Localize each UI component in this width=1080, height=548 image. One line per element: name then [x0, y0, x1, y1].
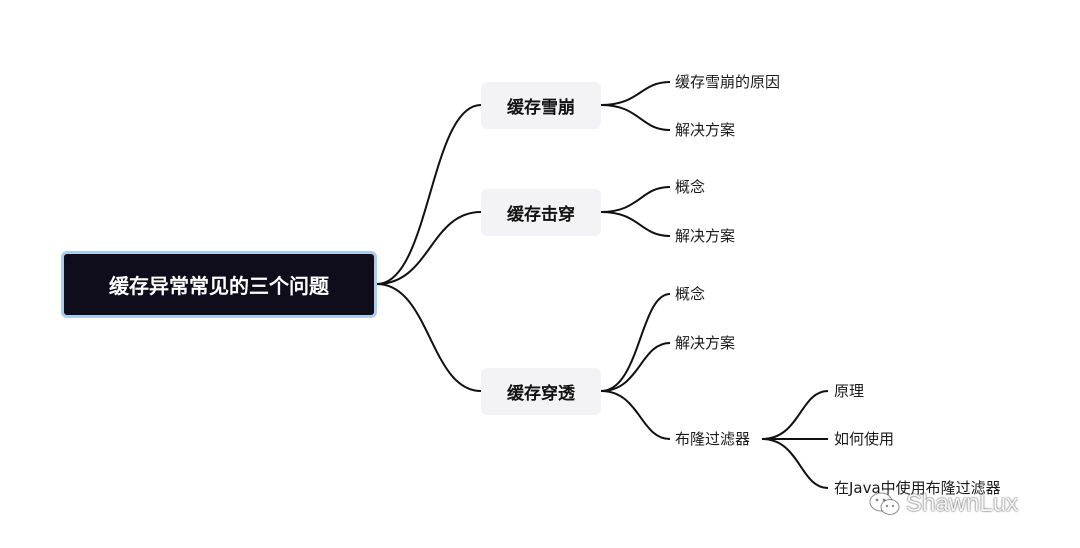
connector-branch-3-to-leaf-3 [600, 390, 671, 440]
connector-root-to-branch-2 [376, 211, 482, 285]
leaf-node-penetration-solution[interactable]: 解决方案 [675, 334, 736, 352]
leaf-node-avalanche-solution[interactable]: 解决方案 [675, 121, 736, 139]
connector-branch-2-to-leaf-1 [600, 186, 671, 213]
watermark-text: ShawnLux [906, 490, 1019, 517]
connector-branch-1-to-leaf-1 [600, 81, 671, 106]
leaf-node-bloom-principle[interactable]: 原理 [834, 382, 865, 400]
connector-branch-1-to-leaf-2 [600, 104, 671, 131]
connector-root-to-branch-1 [376, 104, 482, 285]
branch-node-cache-breakdown[interactable]: 缓存击穿 [481, 189, 601, 236]
leaf-node-bloom-filter[interactable]: 布隆过滤器 [675, 430, 751, 448]
leaf-node-avalanche-cause[interactable]: 缓存雪崩的原因 [675, 73, 781, 91]
connector-branch-3-to-leaf-2 [600, 342, 671, 392]
leaf-node-breakdown-concept[interactable]: 概念 [675, 178, 706, 196]
leaf-node-penetration-concept[interactable]: 概念 [675, 285, 706, 303]
watermark: ShawnLux [868, 490, 1018, 518]
connector-bloom-to-leaf-3 [761, 438, 829, 489]
connector-root-to-branch-3 [376, 283, 482, 392]
connector-branch-3-to-leaf-1 [600, 293, 671, 392]
leaf-node-breakdown-solution[interactable]: 解决方案 [675, 227, 736, 245]
root-node[interactable]: 缓存异常常见的三个问题 [61, 251, 377, 318]
leaf-node-bloom-usage[interactable]: 如何使用 [834, 430, 895, 448]
connector-branch-2-to-leaf-2 [600, 211, 671, 237]
wechat-icon [868, 490, 902, 518]
leaf-node-bloom-java[interactable]: 在Java中使用布隆过滤器 [834, 479, 1001, 497]
branch-node-cache-penetration[interactable]: 缓存穿透 [481, 368, 601, 415]
branch-node-cache-avalanche[interactable]: 缓存雪崩 [481, 82, 601, 129]
connector-bloom-to-leaf-1 [761, 390, 829, 440]
